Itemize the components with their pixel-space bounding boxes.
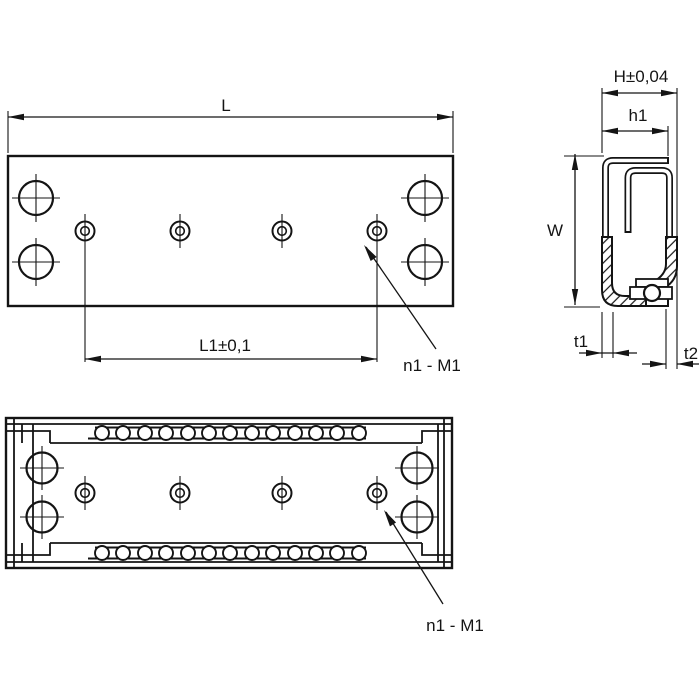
corner-step <box>421 430 452 443</box>
thread-callout-label: n1 - M1 <box>426 616 484 635</box>
arrowhead <box>361 355 377 363</box>
thread-hole-centerlines <box>84 476 378 510</box>
corner-holes <box>25 451 434 534</box>
arrowhead <box>650 360 666 368</box>
corner-step <box>6 430 51 443</box>
plate-outline <box>6 154 455 308</box>
inner-rail-sheet <box>624 167 673 238</box>
leader-line <box>385 511 444 605</box>
outer-rail-sheet-core <box>603 158 668 238</box>
arrowhead <box>8 113 24 121</box>
leader-line <box>365 246 437 350</box>
arrowhead <box>586 349 602 357</box>
dim-label-length: L <box>221 96 230 115</box>
dim-label-height: W <box>547 221 563 240</box>
arrowhead <box>652 127 668 135</box>
bottom-view: n1 - M1 <box>4 416 484 635</box>
arrowhead <box>571 154 579 170</box>
dim-label-overall-width: H±0,04 <box>614 67 669 86</box>
bearing-ball <box>642 283 662 303</box>
thread-holes <box>74 220 388 242</box>
thread-hole-centerlines <box>84 214 378 362</box>
top-view: L L1±0,1 n1 - M1 <box>6 96 461 375</box>
arrowhead <box>602 89 618 97</box>
corner-step <box>421 543 452 556</box>
dim-label-thickness2: t2 <box>684 344 698 363</box>
section-view: H±0,04 h1 W t1 t2 <box>547 67 699 369</box>
arrowhead <box>437 113 453 121</box>
corner-hole-centerlines <box>20 446 439 539</box>
ball-strip-top <box>88 425 367 441</box>
inner-rail-sheet-core <box>626 168 672 238</box>
assembly-outline <box>4 416 454 570</box>
arrowhead <box>677 360 693 368</box>
dim-label-hole-spacing: L1±0,1 <box>199 336 251 355</box>
thread-holes <box>74 482 388 504</box>
corner-hole-centerlines <box>12 174 449 286</box>
arrowhead <box>613 349 629 357</box>
thread-callout-label: n1 - M1 <box>403 356 461 375</box>
dim-label-thickness1: t1 <box>574 332 588 351</box>
arrowhead <box>602 127 618 135</box>
leader-arrowhead <box>364 245 377 262</box>
ball-strip-bottom <box>88 545 367 561</box>
leader-arrowhead <box>384 510 397 527</box>
dim-label-inner-width: h1 <box>629 106 648 125</box>
corner-step <box>6 543 51 556</box>
arrowhead <box>85 355 101 363</box>
arrowhead <box>571 289 579 305</box>
arrowhead <box>661 89 677 97</box>
